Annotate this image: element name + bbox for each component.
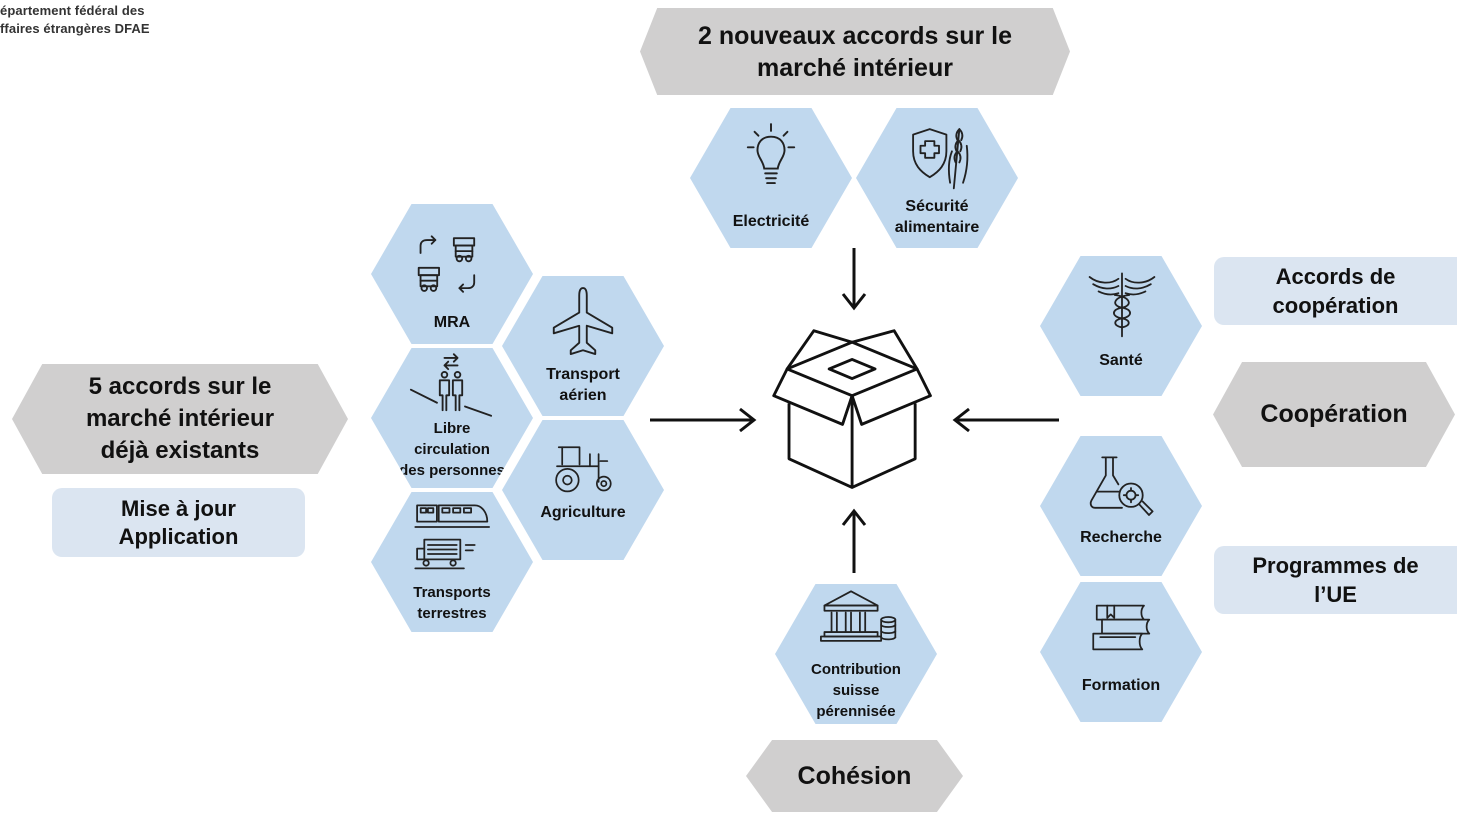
- hex-electricite: Electricité: [690, 108, 852, 248]
- pill-right-bottom-line-1: Programmes de: [1252, 553, 1419, 578]
- arrow-right-left: [952, 407, 1059, 433]
- pill-right-top-line-1: Accords de: [1275, 264, 1396, 289]
- hex-contribution: Contribution suisse pérennisée: [775, 584, 937, 724]
- banner-right-label: Coopération: [1260, 400, 1408, 428]
- hex-libre-circulation: Libre circulation des personnes: [371, 348, 533, 488]
- hex-recherche-label: Recherche: [1080, 529, 1162, 546]
- hex-formation-label: Formation: [1081, 677, 1161, 694]
- hex-formation: Formation: [1040, 582, 1202, 722]
- hex-contribution-label-1: Contribution: [811, 661, 901, 678]
- banner-left-line-3: déjà existants: [100, 437, 260, 464]
- banner-left-line-1: 5 accords sur le: [88, 373, 272, 400]
- pill-left-line-2: Application: [118, 523, 239, 549]
- banner-bottom: Cohésion: [746, 740, 963, 812]
- tractor-icon: [555, 446, 612, 493]
- hex-contribution-label-3: pérennisée: [816, 703, 896, 720]
- shield-wheat-icon: [912, 128, 969, 190]
- hex-transport-aerien-label-2: aérien: [559, 387, 607, 404]
- lightbulb-icon: [746, 123, 796, 185]
- department-line-2: ffaires étrangères DFAE: [0, 21, 150, 36]
- banner-right: Coopération: [1213, 362, 1455, 467]
- pill-update-application: Mise à jour Application: [52, 488, 305, 557]
- hex-transports-terrestres-label-2: terrestres: [417, 605, 487, 622]
- arrow-left-right: [650, 407, 757, 433]
- hex-securite-label-2: alimentaire: [894, 219, 980, 236]
- hex-transport-aerien: Transport aérien: [502, 276, 664, 416]
- train-truck-icon: [414, 504, 490, 570]
- hex-libre-label-2: circulation: [414, 441, 490, 458]
- hex-transports-terrestres-label-1: Transports: [413, 584, 491, 601]
- airplane-icon: [552, 287, 614, 355]
- bank-coins-icon: [820, 590, 897, 642]
- hex-transport-aerien-label-1: Transport: [546, 366, 620, 383]
- hex-agriculture-label: Agriculture: [540, 504, 626, 521]
- banner-top-line-1: 2 nouveaux accords sur le: [697, 21, 1013, 50]
- hex-agriculture: Agriculture: [502, 420, 664, 560]
- banner-top-line-2: marché intérieur: [757, 53, 953, 82]
- flask-magnifier-icon: [1089, 456, 1154, 516]
- pill-cooperation-agreements: Accords de coopération: [1214, 257, 1457, 325]
- hex-mra-label: MRA: [433, 314, 471, 331]
- arrow-top-down: [841, 248, 867, 311]
- pill-eu-programmes: Programmes de l’UE: [1214, 546, 1457, 614]
- hex-sante: Santé: [1040, 256, 1202, 396]
- pill-right-top-line-2: coopération: [1272, 293, 1399, 318]
- hex-securite-label-1: Sécurité: [905, 198, 969, 215]
- pill-left-line-1: Mise à jour: [121, 495, 236, 521]
- arrow-bottom-up: [841, 508, 867, 573]
- hex-transports-terrestres: Transports terrestres: [371, 492, 533, 632]
- banner-bottom-label: Cohésion: [797, 761, 912, 790]
- banner-left-line-2: marché intérieur: [85, 405, 275, 432]
- hex-contribution-label-2: suisse: [832, 682, 880, 699]
- hex-libre-label-1: Libre: [433, 420, 471, 437]
- people-crossing-icon: [409, 353, 493, 417]
- banner-left: 5 accords sur le marché intérieur déjà e…: [12, 364, 348, 474]
- banner-top: 2 nouveaux accords sur le marché intérie…: [640, 8, 1070, 95]
- books-icon: [1092, 604, 1151, 651]
- hex-securite-alimentaire: Sécurité alimentaire: [856, 108, 1018, 248]
- hex-recherche: Recherche: [1040, 436, 1202, 576]
- caduceus-icon: [1088, 272, 1156, 338]
- hex-mra: MRA: [371, 204, 533, 344]
- hex-electricite-label: Electricité: [732, 213, 810, 230]
- pill-right-bottom-line-2: l’UE: [1314, 582, 1357, 607]
- department-header: épartement fédéral des ffaires étrangère…: [0, 2, 150, 38]
- department-line-1: épartement fédéral des: [0, 3, 145, 18]
- hex-libre-label-3: des personnes: [399, 462, 505, 479]
- hex-sante-label: Santé: [1099, 352, 1143, 369]
- product-exchange-icon: [417, 235, 476, 293]
- open-box-icon: [772, 329, 932, 489]
